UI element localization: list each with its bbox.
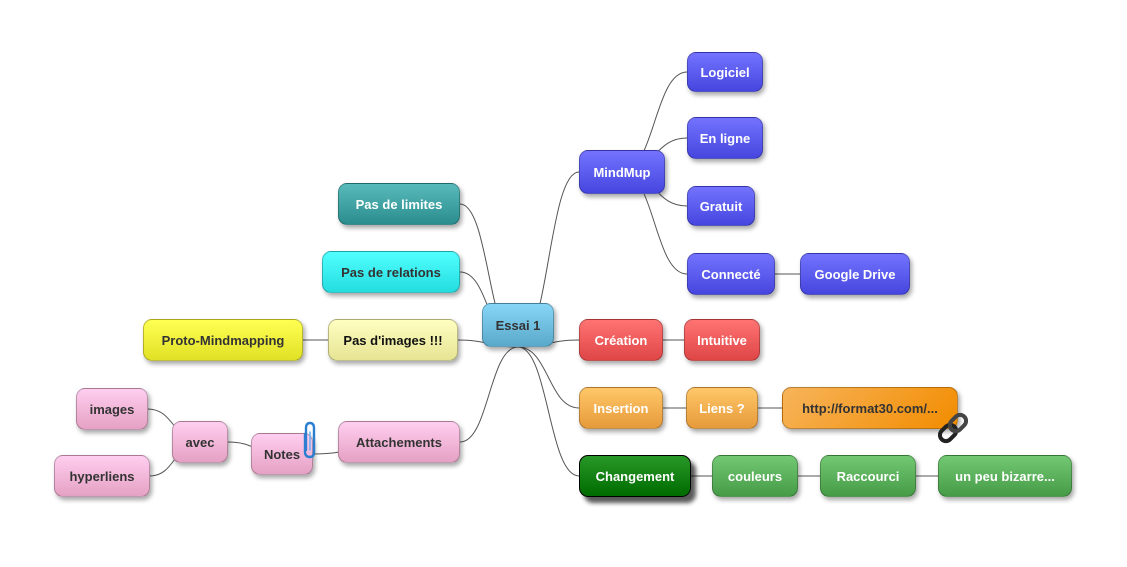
node-raccourci[interactable]: Raccourci <box>820 455 916 497</box>
node-proto-mindmapping[interactable]: Proto-Mindmapping <box>143 319 303 361</box>
node-gratuit[interactable]: Gratuit <box>687 186 755 226</box>
node-pas-d-images[interactable]: Pas d'images !!! <box>328 319 458 361</box>
node-google-drive[interactable]: Google Drive <box>800 253 910 295</box>
node-changement[interactable]: Changement <box>579 455 691 497</box>
chain-link-icon[interactable] <box>934 410 972 446</box>
node-intuitive[interactable]: Intuitive <box>684 319 760 361</box>
connector-root-attachements <box>459 346 519 443</box>
node-url[interactable]: http://format30.com/... <box>782 387 958 429</box>
node-en-ligne[interactable]: En ligne <box>687 117 763 159</box>
connector-root-changement <box>517 346 580 477</box>
connector-root-insertion <box>517 346 580 409</box>
node-un-peu-bizarre[interactable]: un peu bizarre... <box>938 455 1072 497</box>
node-pas-de-limites[interactable]: Pas de limites <box>338 183 460 225</box>
node-notes[interactable]: Notes <box>251 433 313 475</box>
node-attachements[interactable]: Attachements <box>338 421 460 463</box>
node-images[interactable]: images <box>76 388 148 430</box>
node-essai-1[interactable]: Essai 1 <box>482 303 554 347</box>
node-pas-de-relations[interactable]: Pas de relations <box>322 251 460 293</box>
node-insertion[interactable]: Insertion <box>579 387 663 429</box>
node-couleurs[interactable]: couleurs <box>712 455 798 497</box>
node-avec[interactable]: avec <box>172 421 228 463</box>
paperclip-icon[interactable] <box>300 420 320 460</box>
node-mindmup[interactable]: MindMup <box>579 150 665 194</box>
node-connecte[interactable]: Connecté <box>687 253 775 295</box>
node-creation[interactable]: Création <box>579 319 663 361</box>
node-liens[interactable]: Liens ? <box>686 387 758 429</box>
node-hyperliens[interactable]: hyperliens <box>54 455 150 497</box>
node-logiciel[interactable]: Logiciel <box>687 52 763 92</box>
